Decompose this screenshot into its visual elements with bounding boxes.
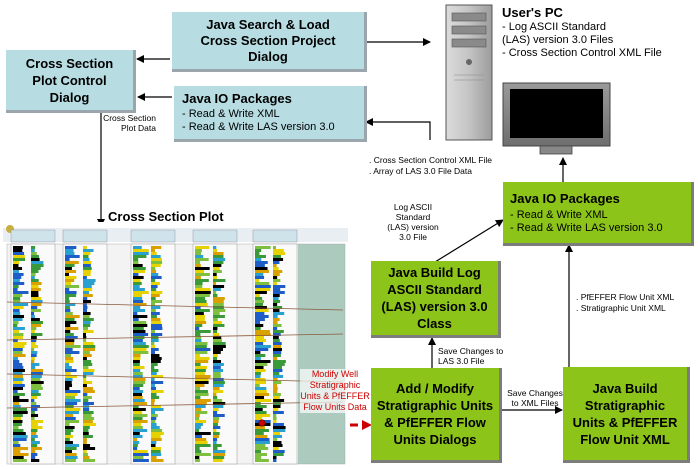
save-las-label: Save Changes to LAS 3.0 File bbox=[438, 346, 504, 366]
save-xml-label: Save Changes to XML Files bbox=[507, 388, 563, 408]
java-io-top-box: Java IO Packages - Read & Write XML - Re… bbox=[174, 86, 367, 142]
pc-output-label-1: . Cross Section Control XML File bbox=[369, 155, 492, 165]
monitor-stand bbox=[539, 145, 573, 155]
xml-output-label-1: . PfEFFER Flow Unit XML bbox=[576, 292, 675, 302]
las-standard-label: Log ASCII Standard (LAS) version 3.0 Fil… bbox=[387, 202, 439, 242]
cross-section-control-box: Cross Section Plot Control Dialog bbox=[6, 50, 136, 113]
java-build-las-box: Java Build Log ASCII Standard (LAS) vers… bbox=[371, 261, 501, 338]
java-io-right-line-2: - Read & Write LAS version 3.0 bbox=[510, 221, 663, 234]
cross-section-plot-image bbox=[3, 222, 348, 467]
add-modify-units-box: Add / Modify Stratigraphic Units & PfEFF… bbox=[371, 368, 502, 463]
user-pc-text: User's PC - Log ASCII Standard (LAS) ver… bbox=[502, 5, 692, 60]
user-pc-title: User's PC bbox=[502, 5, 563, 20]
java-io-right-title: Java IO Packages bbox=[510, 190, 620, 206]
java-io-right-line-1: - Read & Write XML bbox=[510, 208, 608, 221]
java-build-strat-xml-title: Java Build Stratigraphic Units & PfEFFER… bbox=[572, 380, 678, 447]
monitor-screen bbox=[510, 89, 603, 138]
java-search-load-box: Java Search & Load Cross Section Project… bbox=[172, 12, 367, 72]
java-build-las-title: Java Build Log ASCII Standard (LAS) vers… bbox=[381, 265, 488, 331]
add-modify-units-title: Add / Modify Stratigraphic Units & PfEFF… bbox=[376, 381, 494, 447]
user-pc-line-1: - Log ASCII Standard (LAS) version 3.0 F… bbox=[502, 21, 614, 46]
cs-plot-data-label: Cross Section Plot Data bbox=[103, 113, 156, 133]
modify-well-label: Modify Well Stratigraphic Units & PfEFFE… bbox=[300, 369, 370, 413]
java-io-top-line-2: - Read & Write LAS version 3.0 bbox=[182, 121, 335, 133]
cross-section-control-title: Cross Section Plot Control Dialog bbox=[25, 55, 114, 105]
java-io-top-title: Java IO Packages bbox=[182, 91, 292, 106]
red-arrowhead-right bbox=[362, 420, 372, 430]
java-io-top-line-1: - Read & Write XML bbox=[182, 108, 280, 120]
tower-case bbox=[445, 4, 493, 141]
user-pc-line-2: - Cross Section Control XML File bbox=[502, 47, 662, 59]
java-build-strat-xml-box: Java Build Stratigraphic Units & PfEFFER… bbox=[563, 367, 690, 463]
arrow-pc-to-io bbox=[365, 118, 431, 140]
java-io-right-box: Java IO Packages - Read & Write XML - Re… bbox=[503, 182, 694, 246]
java-search-load-title: Java Search & Load Cross Section Project… bbox=[200, 16, 336, 64]
xml-output-label-2: . Stratigraphic Unit XML bbox=[576, 303, 666, 313]
pc-output-label-2: . Array of LAS 3.0 File Data bbox=[369, 166, 472, 176]
cross-section-plot-title: Cross Section Plot bbox=[108, 209, 224, 224]
arrow-las-to-io bbox=[434, 219, 504, 263]
